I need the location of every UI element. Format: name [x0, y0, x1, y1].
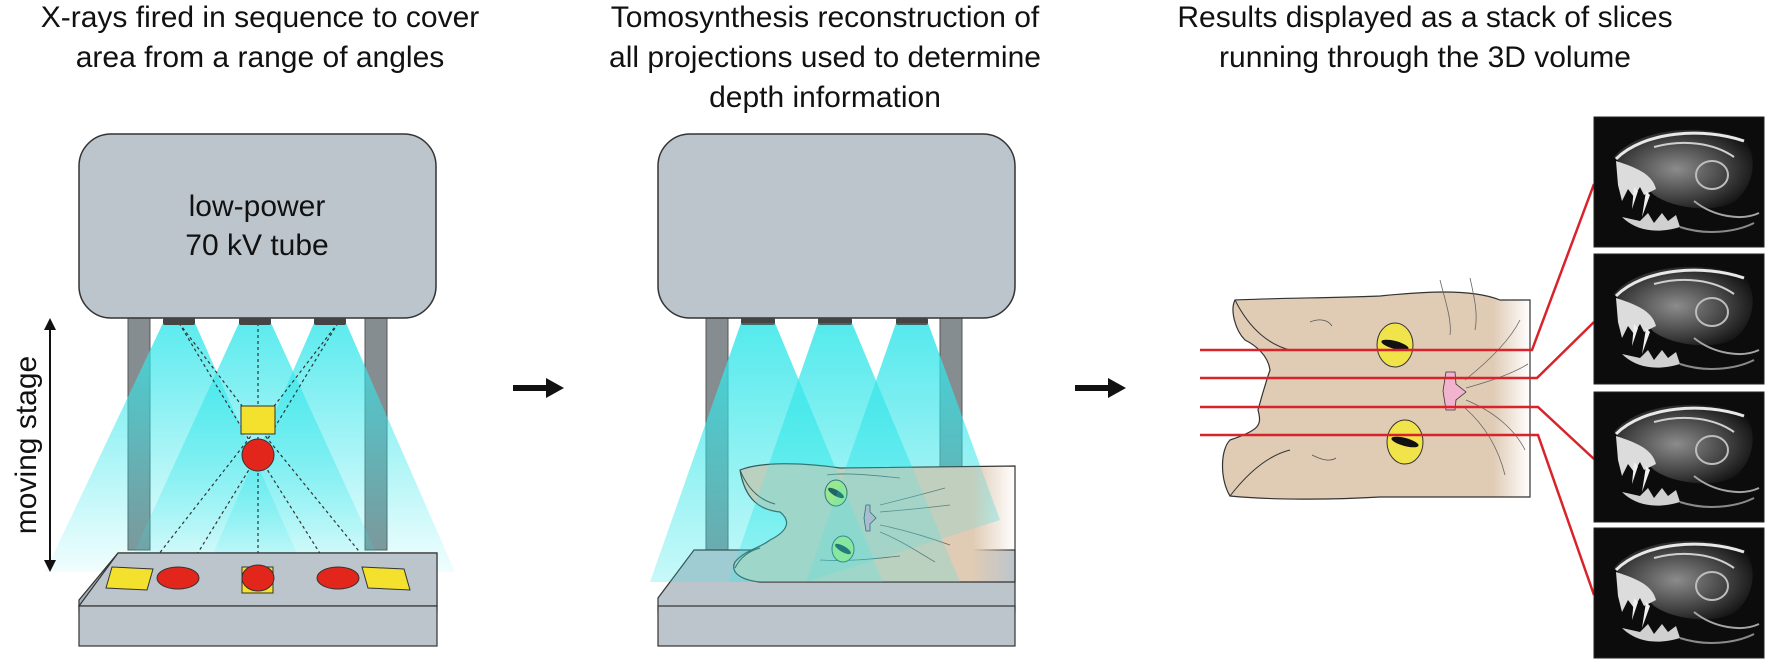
red-object [241, 438, 275, 472]
ct-slice-2 [1592, 252, 1766, 386]
step1-caption: X-rays fired in sequence to cover area f… [0, 0, 520, 78]
step2-caption: Tomosynthesis reconstruction of all proj… [555, 0, 1095, 118]
panel-slice-stack [1200, 115, 1766, 660]
tube-label-line1: low-power [189, 190, 326, 223]
step3-caption-line2: running through the 3D volume [1219, 41, 1631, 74]
moving-stage-label: moving stage [10, 356, 43, 534]
xray-tube-housing [78, 133, 437, 319]
ct-slice-1 [1592, 115, 1766, 249]
step2-caption-line1: Tomosynthesis reconstruction of [610, 1, 1040, 34]
cat-lying [733, 463, 1016, 583]
step2-caption-line3: depth information [709, 81, 941, 114]
xray-emitters-2 [741, 318, 928, 325]
tube-label-line2: 70 kV tube [185, 229, 328, 262]
step3-caption-line1: Results displayed as a stack of slices [1177, 1, 1673, 34]
xray-beams-2-overlay [650, 323, 1000, 582]
cat-head [1221, 277, 1531, 500]
step3-caption: Results displayed as a stack of slices r… [1115, 0, 1735, 78]
step2-caption-line2: all projections used to determine [609, 41, 1041, 74]
slice-lines [1200, 183, 1596, 596]
xray-tube-housing-2 [657, 133, 1016, 319]
flow-arrow-1 [513, 378, 564, 398]
flow-arrow-2 [1075, 378, 1126, 398]
panel-acquisition: low-power 70 kV tube moving stage [10, 133, 455, 647]
step1-caption-line2: area from a range of angles [75, 41, 445, 74]
xray-emitters [163, 318, 346, 325]
detector-stage-base-2 [657, 605, 1016, 647]
ct-slice-4 [1592, 526, 1766, 660]
panel-reconstruction [650, 133, 1016, 647]
detector-shadows [105, 564, 411, 594]
moving-stage-arrow [44, 318, 56, 572]
ct-slice-3 [1592, 390, 1766, 524]
ct-slice-images [1592, 115, 1766, 660]
step1-caption-line1: X-rays fired in sequence to cover [40, 1, 480, 34]
detector-stage-base [78, 605, 438, 647]
yellow-object [240, 405, 276, 435]
